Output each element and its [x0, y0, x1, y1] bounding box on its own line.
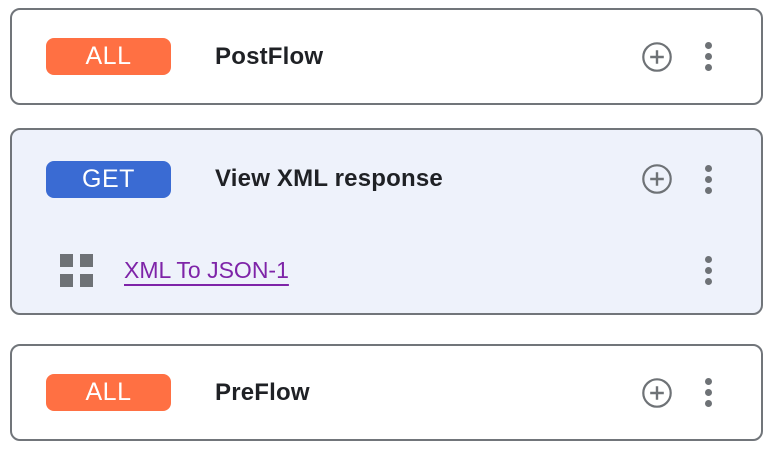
policy-grid-icon: [60, 254, 93, 287]
method-badge: ALL: [46, 38, 171, 75]
kebab-menu-icon: [704, 42, 712, 71]
method-badge: ALL: [46, 374, 171, 411]
plus-circle-icon: [642, 164, 672, 194]
add-policy-button[interactable]: [642, 41, 672, 72]
policy-row: XML To JSON-1: [12, 228, 761, 313]
flow-title: PostFlow: [215, 42, 324, 70]
flow-title: PreFlow: [215, 378, 310, 406]
flow-menu-button[interactable]: [696, 164, 720, 194]
flow-card-postflow: ALL PostFlow: [10, 8, 763, 105]
kebab-menu-icon: [704, 378, 712, 407]
policy-link[interactable]: XML To JSON-1: [124, 257, 289, 283]
flow-menu-button[interactable]: [696, 378, 720, 408]
kebab-menu-icon: [704, 164, 712, 194]
flow-row: ALL PreFlow: [12, 346, 761, 439]
flow-card-preflow: ALL PreFlow: [10, 344, 763, 441]
policy-menu-button[interactable]: [696, 256, 720, 286]
flow-title: View XML response: [215, 165, 443, 192]
flow-card-view-xml-response: GET View XML response XML To JSON-1: [10, 128, 763, 315]
add-policy-button[interactable]: [642, 164, 672, 194]
method-badge: GET: [46, 160, 171, 198]
plus-circle-icon: [642, 41, 672, 72]
flow-menu-button[interactable]: [696, 42, 720, 72]
flow-row: GET View XML response: [12, 130, 761, 228]
add-policy-button[interactable]: [642, 377, 672, 408]
plus-circle-icon: [642, 377, 672, 408]
kebab-menu-icon: [704, 256, 712, 285]
flow-row: ALL PostFlow: [12, 10, 761, 103]
